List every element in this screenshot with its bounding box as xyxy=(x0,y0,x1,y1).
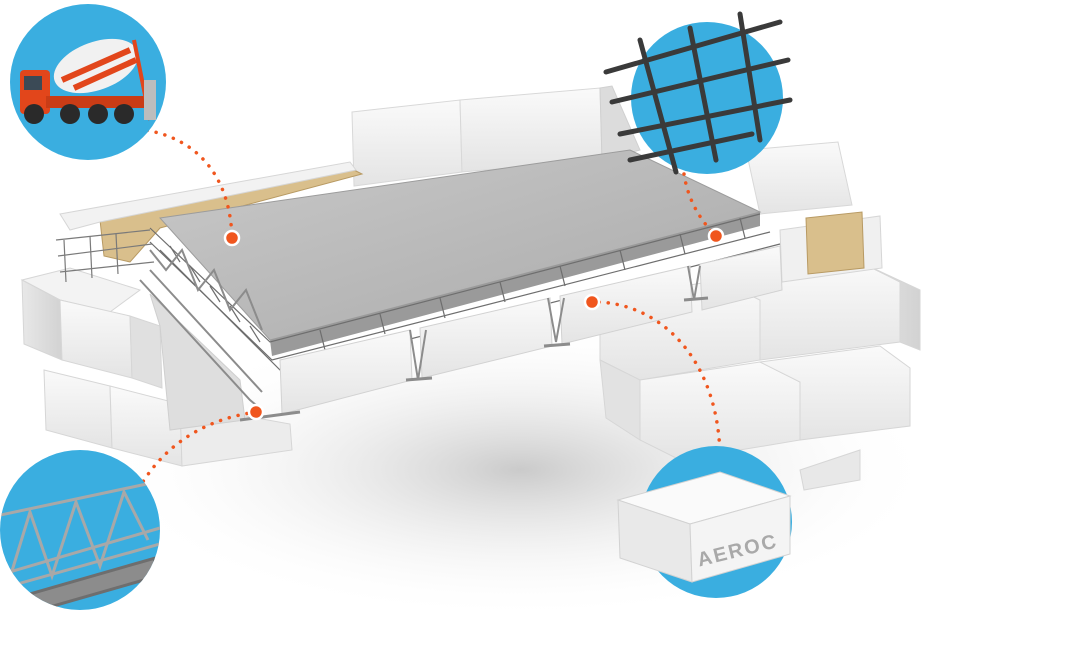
mesh-icon xyxy=(603,11,793,175)
callout-aeroc-block: AEROC xyxy=(616,446,792,598)
block-icon: AEROC xyxy=(616,471,792,583)
callout-reinforcement-mesh xyxy=(603,11,793,175)
top-left-block-row xyxy=(59,161,357,231)
back-wall xyxy=(351,85,853,215)
left-wall xyxy=(20,267,293,467)
concrete-slab xyxy=(159,149,762,356)
callout-mixer-truck xyxy=(10,4,166,160)
mixer-truck-icon xyxy=(20,38,156,124)
right-wall xyxy=(599,211,921,491)
callout-lattice-girder xyxy=(0,450,160,610)
edge-rebar-rail xyxy=(55,229,155,283)
connector-endpoints xyxy=(223,227,725,421)
lattice-girders xyxy=(139,248,709,422)
